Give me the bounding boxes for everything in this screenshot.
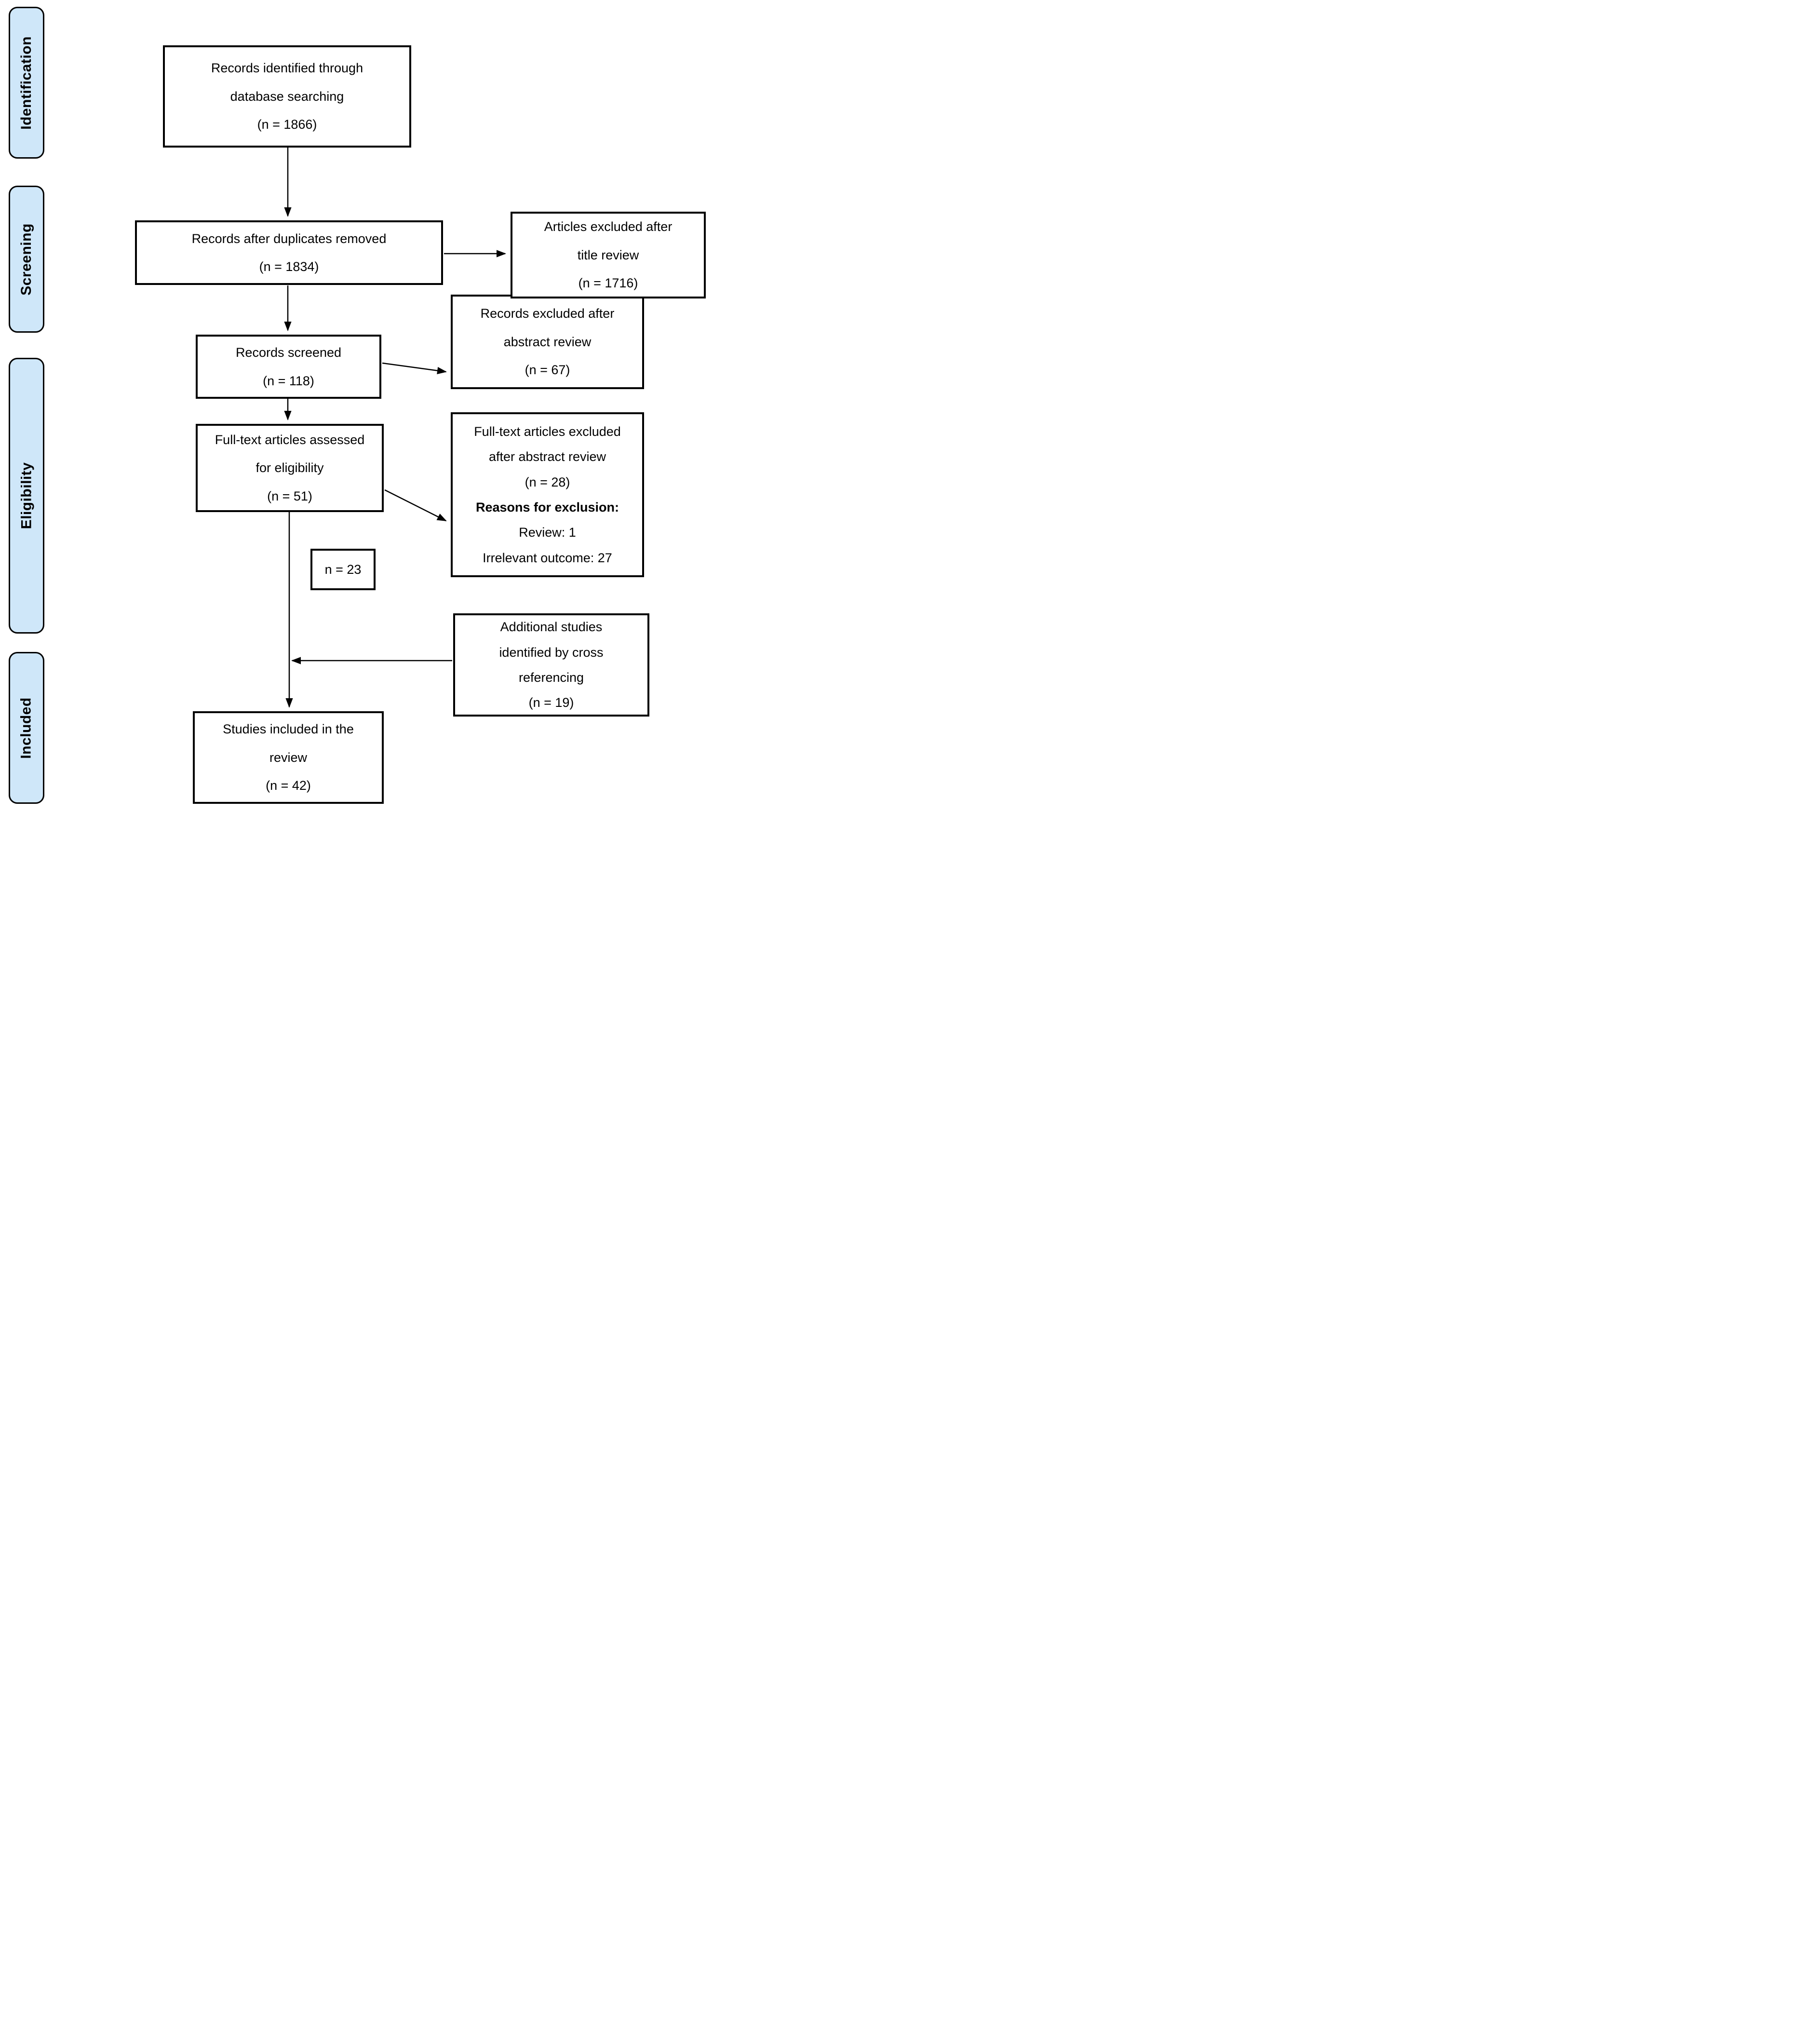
- stage-label-included-text: Included: [18, 697, 34, 759]
- box-excluded-abstract-review: Records excluded after abstract review (…: [451, 295, 644, 389]
- box-n23-annotation: n = 23: [310, 549, 376, 590]
- stage-label-screening: Screening: [9, 186, 44, 333]
- stage-label-included: Included: [9, 652, 44, 804]
- box-line: database searching: [230, 89, 344, 104]
- box-line-reasons-heading: Reasons for exclusion:: [475, 500, 619, 514]
- box-line: (n = 42): [266, 778, 311, 793]
- box-line: (n = 118): [263, 373, 314, 388]
- box-records-screened: Records screened (n = 118): [196, 335, 381, 399]
- box-line: title review: [577, 247, 639, 262]
- box-line: Records identified through: [211, 61, 363, 76]
- box-line: Full-text articles excluded: [474, 424, 621, 439]
- stage-label-screening-text: Screening: [18, 223, 34, 296]
- arrow-fulltext-to-fulltext-excluded: [384, 489, 447, 522]
- box-line: for eligibility: [256, 460, 324, 475]
- box-line: Studies included in the: [223, 722, 354, 737]
- box-line: Irrelevant outcome: 27: [483, 550, 612, 565]
- box-line: (n = 51): [267, 488, 312, 503]
- box-line: review: [269, 750, 308, 765]
- prisma-flow-diagram: Identification Screening Eligibility Inc…: [0, 0, 721, 818]
- box-line: (n = 67): [525, 363, 570, 378]
- box-line: (n = 1866): [257, 117, 317, 132]
- box-line: Full-text articles assessed: [215, 432, 365, 447]
- box-line: Additional studies: [500, 620, 603, 635]
- arrow-screened-to-abstract-excluded: [382, 362, 447, 375]
- box-line: (n = 1834): [259, 259, 319, 274]
- box-additional-studies: Additional studies identified by cross r…: [453, 613, 649, 717]
- box-fulltext-assessed: Full-text articles assessed for eligibil…: [196, 424, 384, 512]
- box-records-identified: Records identified through database sear…: [163, 45, 411, 148]
- stage-label-eligibility: Eligibility: [9, 358, 44, 634]
- box-line: after abstract review: [488, 449, 606, 464]
- box-line: referencing: [518, 670, 584, 685]
- stage-label-eligibility-text: Eligibility: [18, 462, 35, 529]
- box-line: abstract review: [503, 334, 592, 349]
- box-line: Records excluded after: [480, 306, 615, 321]
- stage-label-identification: Identification: [9, 7, 44, 159]
- box-line: (n = 1716): [578, 276, 638, 291]
- box-line: Records after duplicates removed: [191, 231, 387, 246]
- box-line: (n = 19): [528, 695, 574, 710]
- box-line: Review: 1: [519, 525, 576, 540]
- box-studies-included: Studies included in the review (n = 42): [193, 711, 384, 804]
- box-duplicates-removed: Records after duplicates removed (n = 18…: [135, 220, 443, 285]
- box-line: identified by cross: [499, 645, 604, 660]
- box-line: Articles excluded after: [544, 219, 673, 234]
- box-line: (n = 28): [525, 474, 570, 489]
- box-excluded-title-review: Articles excluded after title review (n …: [511, 212, 706, 298]
- box-fulltext-excluded: Full-text articles excluded after abstra…: [451, 412, 644, 577]
- flow-arrows: [284, 148, 506, 708]
- stage-label-identification-text: Identification: [18, 36, 35, 130]
- box-line: Records screened: [235, 345, 342, 360]
- box-line: n = 23: [324, 562, 362, 577]
